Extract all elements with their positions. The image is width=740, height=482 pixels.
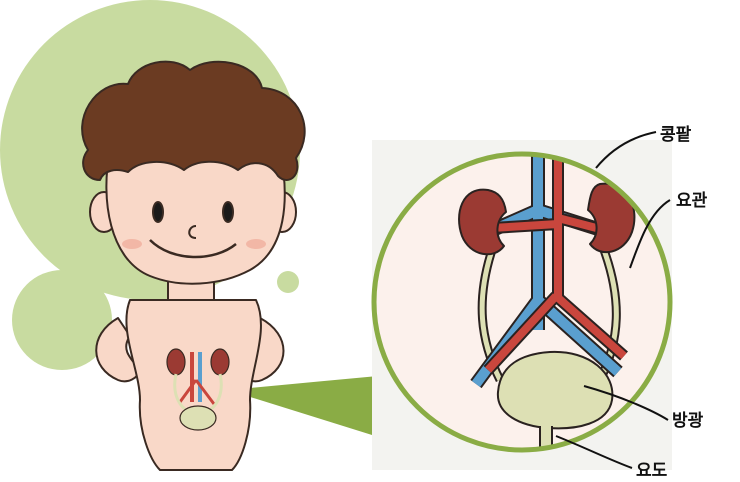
cheek — [122, 239, 142, 249]
right-eye — [223, 202, 233, 222]
left-eye — [153, 202, 163, 222]
label-ureter: 요관 — [676, 186, 707, 211]
face — [106, 150, 284, 284]
cheek — [246, 239, 266, 249]
label-kidney: 콩팥 — [660, 120, 691, 145]
background-dot — [277, 271, 299, 293]
kidney-left — [459, 190, 506, 255]
label-urethra: 요도 — [636, 456, 667, 481]
label-bladder: 방광 — [672, 406, 703, 431]
